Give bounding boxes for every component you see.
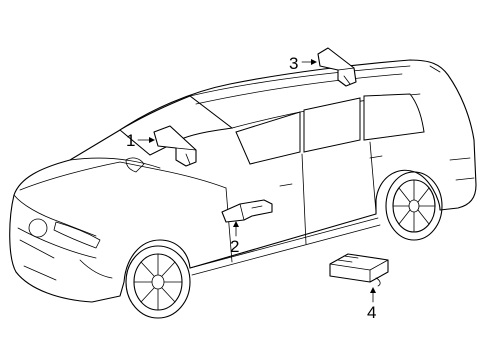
part-2-module (221, 199, 273, 223)
callout-1-label: 1 (126, 131, 135, 150)
part-1-bracket (153, 125, 197, 167)
front-wheel (125, 245, 191, 319)
part-3-bracket (317, 47, 357, 87)
part-4-control-unit (329, 253, 389, 287)
rear-wheel (385, 171, 443, 241)
vehicle-illustration (9, 59, 477, 303)
callout-2-label: 2 (230, 237, 239, 256)
callout-4-label: 4 (367, 303, 376, 322)
callout-3-label: 3 (289, 54, 298, 73)
callout-arrows (137, 59, 376, 303)
